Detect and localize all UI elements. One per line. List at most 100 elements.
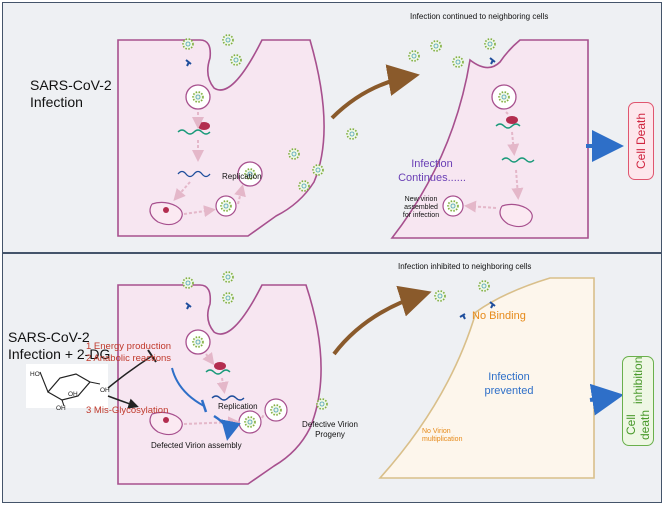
pathway-bottom-1 [202, 352, 215, 366]
no-binding-label: No Binding [472, 310, 526, 322]
rna-top-1 [177, 129, 211, 135]
receptor-bottom-right-1 [459, 313, 466, 320]
pathway-bottom-3 [183, 416, 240, 429]
cell-death-inhibition-badge: Cell death inhibition [622, 356, 654, 446]
virion-top-assembly [220, 200, 232, 212]
receptor-top [185, 59, 192, 67]
ribosome-top-right [506, 116, 518, 124]
protected-cell [378, 277, 595, 479]
virion-top-3 [230, 54, 242, 66]
virion-bottom-4 [434, 290, 446, 302]
blue-inhibit-bar [200, 399, 208, 413]
receptor-bottom [185, 302, 192, 310]
2dg-molecule [26, 364, 108, 408]
panel-divider [2, 252, 662, 254]
inhibition-bar-1 [147, 349, 157, 363]
no-multiplication-line2: multiplication [422, 436, 463, 443]
top-continues-line1: Infection [411, 158, 453, 170]
virion-top-7 [346, 128, 358, 140]
blue-inhibit-replication [171, 367, 205, 407]
defective-progeny-line2: Progeny [315, 430, 345, 439]
virion-defective-progeny [316, 398, 328, 410]
virion-top-endosome [192, 91, 204, 103]
virion-new [447, 200, 459, 212]
virion-bottom-defected-2 [270, 404, 282, 416]
mol-label-oh1: OH [68, 391, 78, 398]
virion-bottom-2 [222, 271, 234, 283]
pathway-top-right-2 [507, 131, 520, 156]
effect-anabolic: 2 Anabolic reactions [86, 353, 172, 364]
inhibition-badge-line1: Cell death [624, 409, 652, 440]
pathway-top-right-3 [511, 169, 524, 200]
bottom-title-line2: Infection + 2-DG [8, 346, 111, 362]
top-title-line2: Infection [30, 94, 83, 110]
virion-bottom-endosome [192, 336, 204, 348]
virion-top-8 [408, 50, 420, 62]
virion-top-right-endosome [498, 91, 510, 103]
ribosome-top [198, 122, 210, 130]
inhibition-arrow-2 [107, 395, 139, 409]
no-multiplication-line1: No Virion [422, 428, 451, 435]
pathway-top-right-1 [505, 111, 509, 115]
protein-bottom [163, 417, 169, 423]
virion-bottom-5 [478, 280, 490, 292]
spread-arrow-top [330, 64, 420, 120]
top-replication-label: Replication [222, 172, 262, 181]
mol-label-ho: HO [30, 371, 40, 378]
virion-top-5 [312, 164, 324, 176]
blue-misglyco-arrow [213, 414, 241, 441]
top-title-line1: SARS-CoV-2 [30, 77, 112, 93]
virion-top-10 [452, 56, 464, 68]
virion-bottom-defected-1 [244, 416, 256, 428]
prevented-line2: prevented [484, 385, 534, 397]
top-continues-line2: Continues...... [398, 172, 466, 184]
new-virion-line3: for infection [402, 212, 440, 219]
pathway-top-5 [234, 184, 246, 205]
rna-top-3 [495, 123, 521, 129]
prevented-line1: Infection [488, 371, 530, 383]
virion-top-2 [222, 34, 234, 46]
pathway-bottom-4 [261, 413, 265, 419]
er-top-right [499, 203, 533, 228]
inhibition-outcome-arrow [589, 383, 624, 416]
mol-label-oh3: OH [100, 387, 110, 394]
rna-bottom-1 [205, 369, 231, 375]
er-top [149, 201, 183, 226]
effect-energy: 1 Energy production [86, 341, 172, 352]
inhibition-badge-line2: inhibition [631, 357, 645, 405]
cell-death-badge: Cell Death [628, 102, 654, 180]
virion-top-6 [298, 180, 310, 192]
virion-bottom-3 [222, 292, 234, 304]
receptor-bottom-right-2 [489, 301, 496, 309]
rna-top-2 [177, 170, 211, 178]
rna-top-4 [501, 157, 535, 163]
spread-arrow-bottom [332, 285, 432, 356]
inhibition-arrow-1 [107, 355, 153, 389]
receptor-top-right [489, 57, 496, 65]
effect-misglyco: 3 Mis-Glycosylation [86, 405, 169, 416]
defected-assembly-label: Defected Virion assembly [151, 441, 242, 450]
protein-top [163, 207, 169, 213]
virion-top-1 [182, 38, 194, 50]
virion-top-9 [430, 40, 442, 52]
new-virion-line1: New virion [404, 196, 438, 203]
bottom-replication-label: Replication [218, 402, 258, 411]
pathway-top-3 [173, 181, 191, 202]
virion-top-11 [484, 38, 496, 50]
mol-label-oh2: OH [56, 405, 66, 412]
pathway-bottom-2 [216, 377, 229, 394]
virion-top-4 [288, 148, 300, 160]
new-virion-line2: assembled [404, 204, 438, 211]
infected-cell-top-right [390, 39, 589, 239]
defective-progeny-line1: Defective Virion [302, 420, 358, 429]
ribosome-bottom [214, 362, 226, 370]
rna-bottom-2 [211, 395, 245, 401]
er-bottom [149, 411, 183, 436]
bottom-title-line1: SARS-CoV-2 [8, 329, 90, 345]
treated-cell [117, 284, 322, 485]
bottom-heading: Infection inhibited to neighboring cells [398, 262, 532, 271]
infected-cell-top [117, 39, 325, 237]
top-heading: Infection continued to neighboring cells [410, 12, 549, 21]
